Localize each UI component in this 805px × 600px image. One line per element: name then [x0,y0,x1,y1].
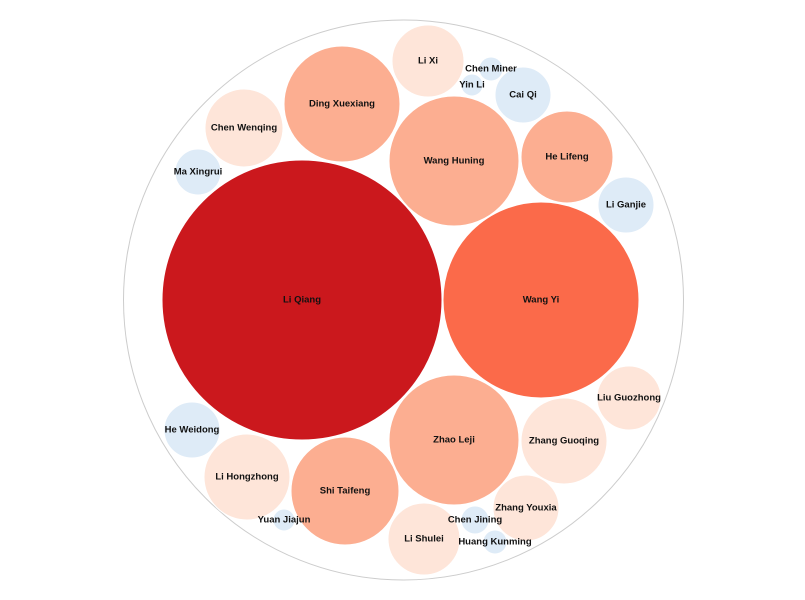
bubble-label-zhang-youxia: Zhang Youxia [495,503,557,514]
bubble-label-chen-jining: Chen Jining [448,515,503,526]
bubble-zhang-youxia [492,474,560,542]
bubble-liu-guozhong [596,365,662,431]
bubble-shi-taifeng [290,436,400,546]
bubble-label-shi-taifeng: Shi Taifeng [320,486,371,497]
bubble-label-ding-xuexiang: Ding Xuexiang [309,99,375,110]
bubble-label-zhang-guoqing: Zhang Guoqing [529,436,599,447]
bubble-yin-li [460,73,484,97]
bubble-label-yuan-jiajun: Yuan Jiajun [258,515,311,526]
bubble-label-chen-miner: Chen Miner [465,64,517,75]
bubble-he-lifeng [520,110,614,204]
bubble-label-huang-kunming: Huang Kunming [458,537,532,548]
bubble-label-li-hongzhong: Li Hongzhong [215,472,279,483]
bubble-li-shulei [387,502,461,576]
bubble-ding-xuexiang [283,45,401,163]
bubble-label-li-shulei: Li Shulei [404,534,444,545]
bubble-label-he-lifeng: He Lifeng [545,152,588,163]
bubble-li-hongzhong [203,433,291,521]
bubble-li-xi [391,24,465,98]
bubble-yuan-jiajun [272,508,296,532]
bubble-wang-huning [388,95,520,227]
bubble-zhao-leji [388,374,520,506]
bubble-chen-miner [478,56,504,82]
bubble-label-cai-qi: Cai Qi [509,90,536,101]
bubble-wang-yi [442,201,640,399]
bubble-label-zhao-leji: Zhao Leji [433,435,475,446]
bubble-label-li-xi: Li Xi [418,56,438,67]
bubble-cai-qi [494,66,552,124]
bubble-label-chen-wenqing: Chen Wenqing [211,123,278,134]
bubble-label-yin-li: Yin Li [459,80,485,91]
bubble-li-qiang [161,159,443,441]
bubble-label-li-ganjie: Li Ganjie [606,200,646,211]
bubble-he-weidong [163,401,221,459]
bubble-label-wang-huning: Wang Huning [424,156,485,167]
bubble-label-he-weidong: He Weidong [165,425,220,436]
bubble-label-li-qiang: Li Qiang [283,295,321,306]
bubble-ma-xingrui [174,148,222,196]
bubble-chen-jining [460,505,490,535]
bubble-zhang-guoqing [520,397,608,485]
bubble-huang-kunming [482,529,508,555]
bubble-label-liu-guozhong: Liu Guozhong [597,393,661,404]
bubble-chen-wenqing [204,88,284,168]
bubble-label-wang-yi: Wang Yi [523,295,560,306]
bubble-label-ma-xingrui: Ma Xingrui [174,167,223,178]
bubble-li-ganjie [597,176,655,234]
